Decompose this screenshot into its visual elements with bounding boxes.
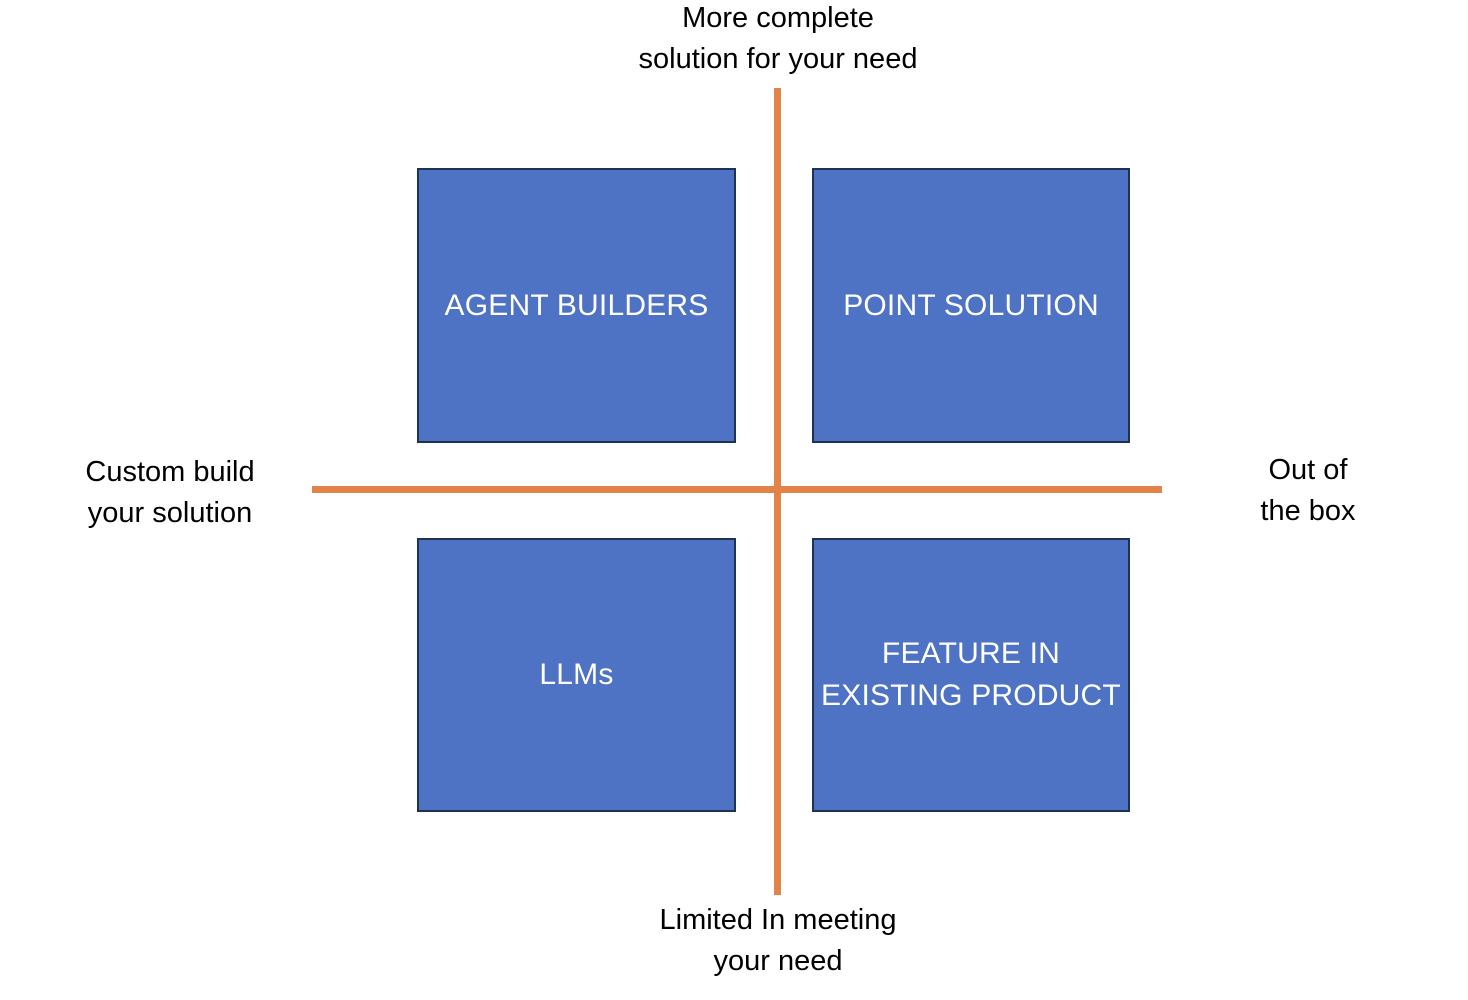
horizontal-axis-line (312, 486, 1162, 493)
quadrant-label-agent-builders: AGENT BUILDERS (444, 288, 709, 322)
quadrant-box-agent-builders[interactable]: AGENT BUILDERS (417, 168, 736, 443)
axis-label-top: More complete solution for your need (638, 2, 918, 75)
quadrant-label-point-solution: POINT SOLUTION (843, 288, 1099, 322)
axis-label-bottom: Limited In meeting your need (659, 904, 897, 977)
quadrant-label-llms: LLMs (539, 658, 614, 691)
quadrant-label-feature-in-existing-product: FEATURE IN EXISTING PRODUCT (821, 637, 1121, 712)
quadrant-box-llms[interactable]: LLMs (417, 538, 736, 812)
quadrant-box-point-solution[interactable]: POINT SOLUTION (812, 168, 1130, 443)
quadrant-box-feature-in-existing-product[interactable]: FEATURE IN EXISTING PRODUCT (812, 538, 1130, 812)
axis-label-left: Custom build your solution (85, 456, 255, 529)
axis-label-right: Out of the box (1260, 454, 1356, 527)
